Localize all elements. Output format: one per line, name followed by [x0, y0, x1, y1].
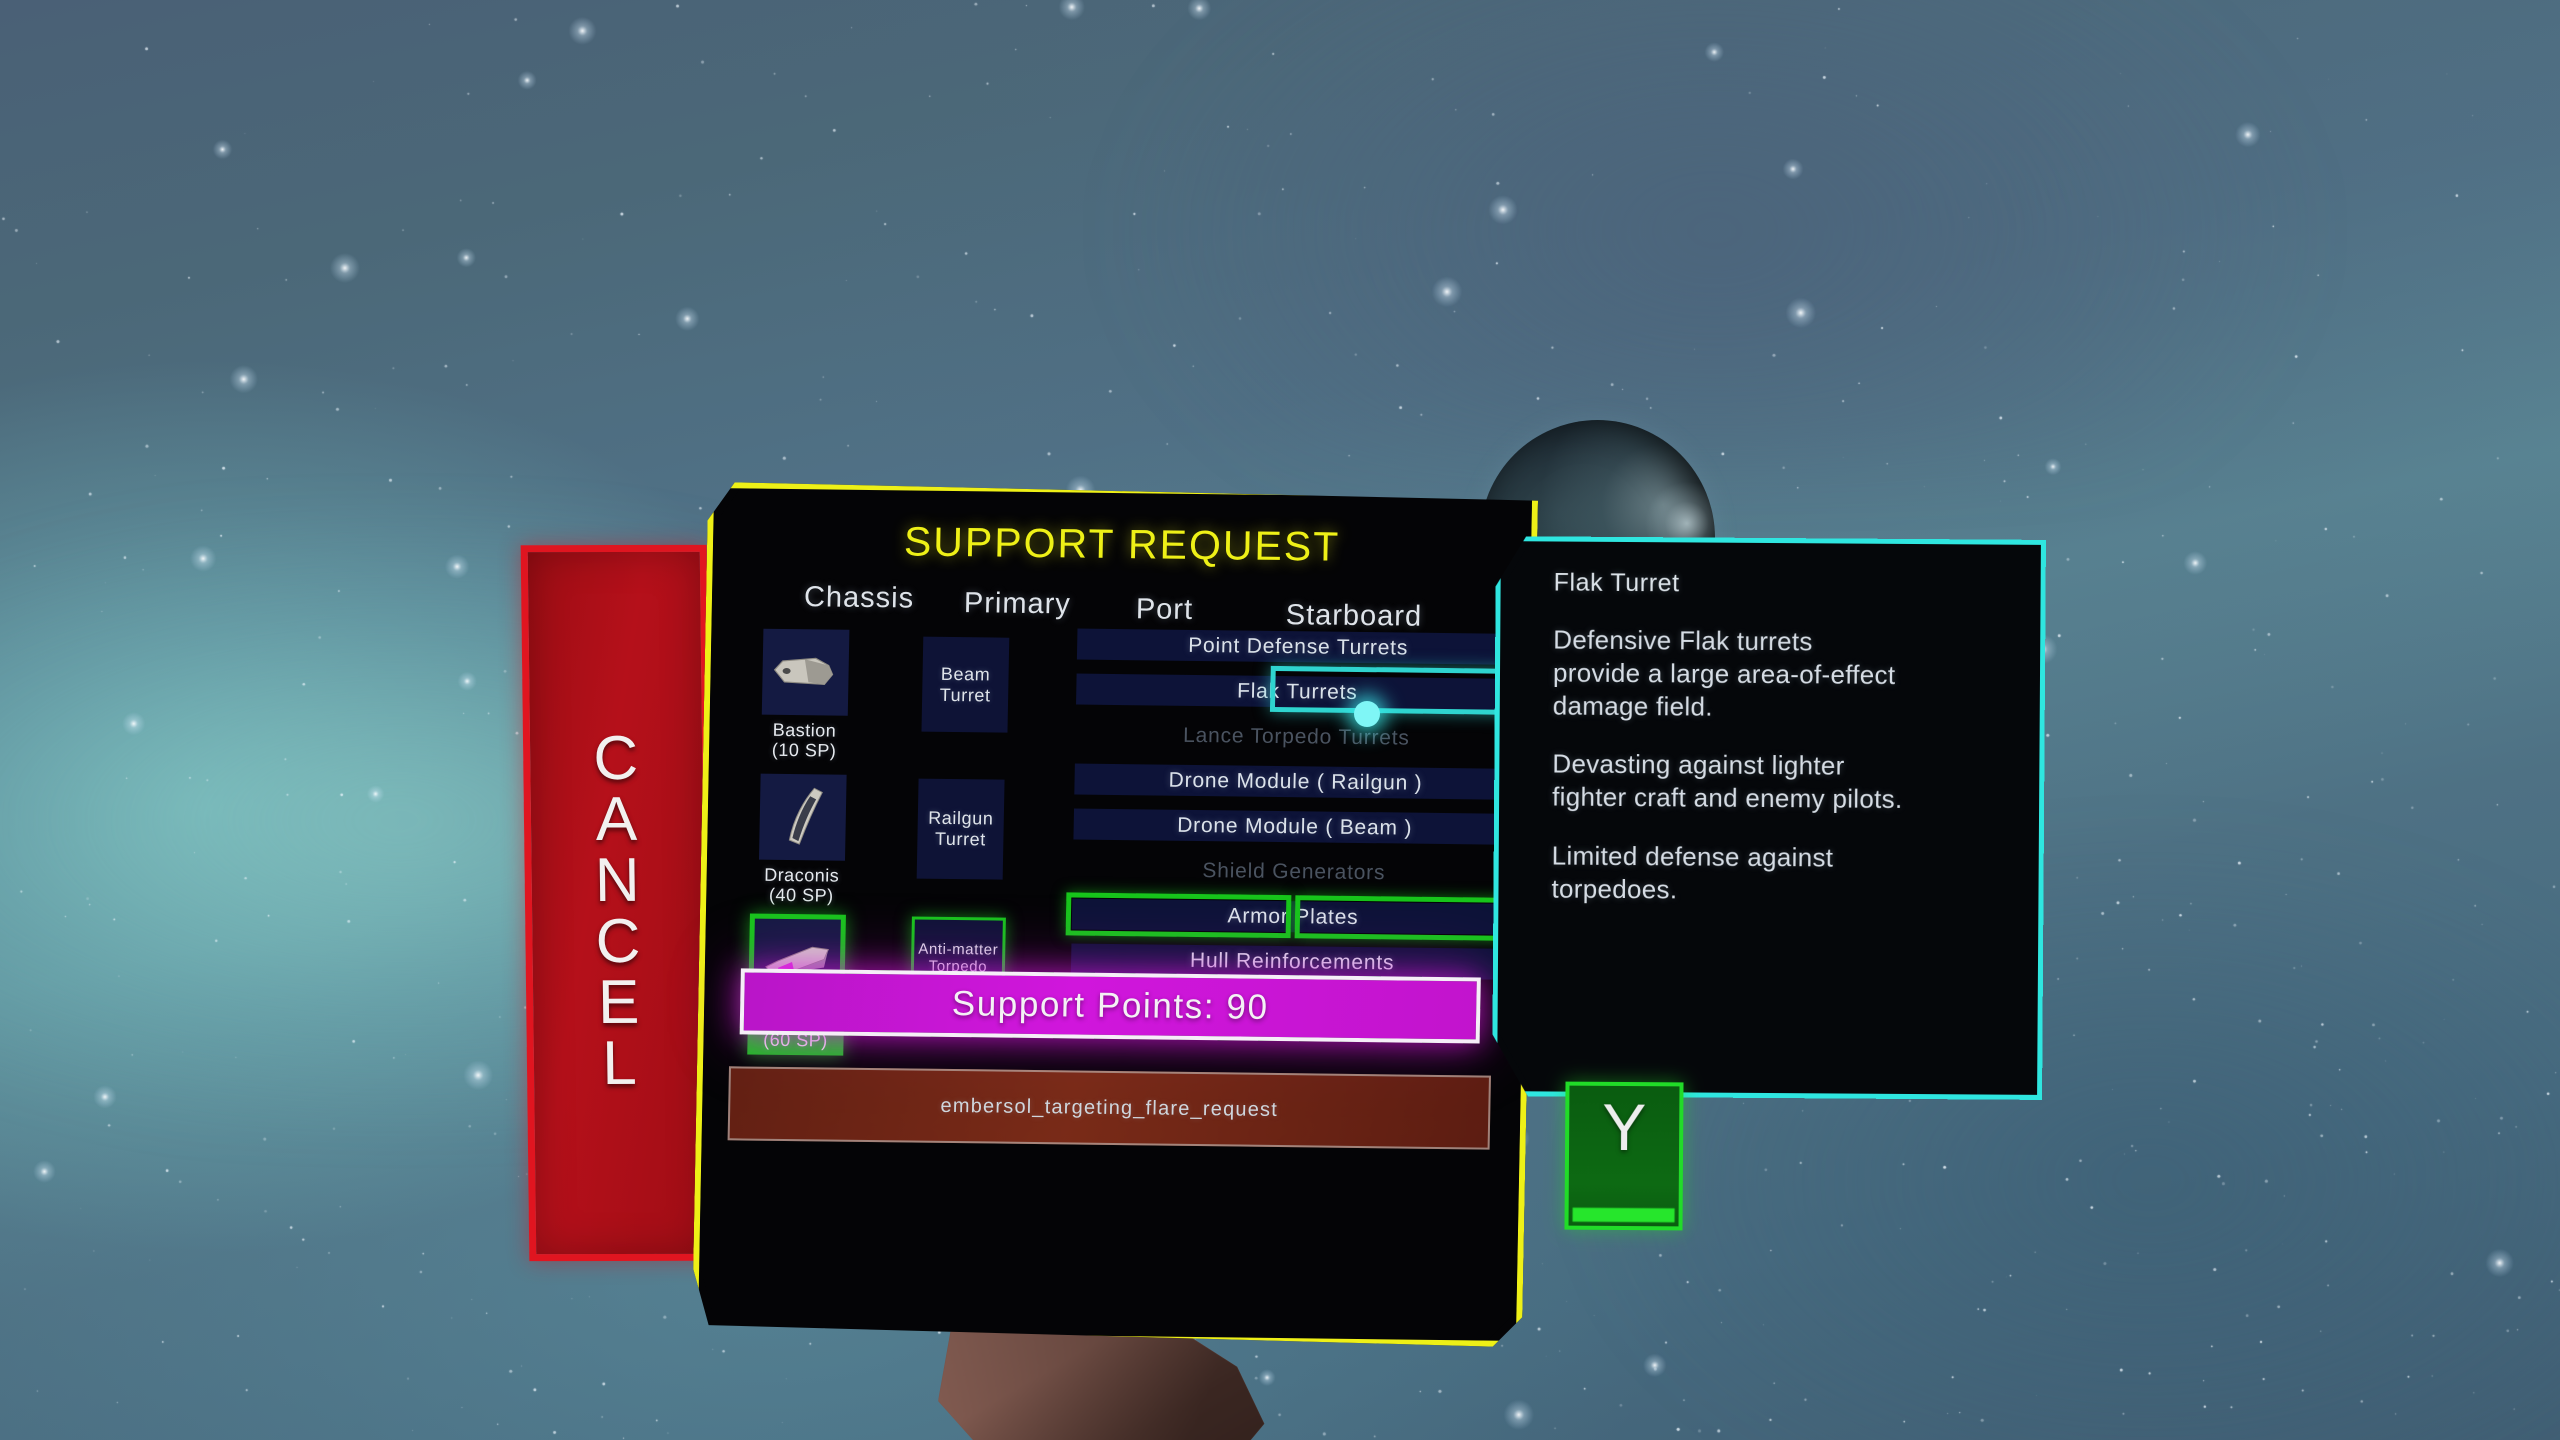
- tooltip-paragraph: Defensive Flak turrets provide a large a…: [1552, 624, 1896, 722]
- tooltip-paragraph: Devasting against lighter fighter craft …: [1552, 748, 1903, 814]
- module-row[interactable]: Flak Turrets: [1076, 665, 1545, 716]
- cancel-letter: N: [594, 845, 642, 916]
- column-headers: Chassis Primary Port Starboard: [746, 578, 1517, 633]
- cancel-button[interactable]: C A N C E L: [520, 544, 716, 1262]
- column-header-primary: Primary: [963, 587, 1072, 621]
- module-row[interactable]: Point Defense Turrets: [1076, 628, 1520, 665]
- cancel-letter: C: [595, 906, 642, 977]
- chassis-cost: (10 SP): [771, 739, 837, 761]
- selection-grid: Bastion (10 SP) Draconis (40 SP): [699, 628, 1535, 1056]
- module-bar: Armor Plates: [1071, 898, 1515, 935]
- chassis-option-bastion[interactable]: Bastion (10 SP): [761, 628, 850, 761]
- module-label: Hull Reinforcements: [1189, 948, 1395, 974]
- chassis-option-draconis[interactable]: Draconis (40 SP): [758, 773, 847, 906]
- primary-option-beam-turret[interactable]: Beam Turret: [921, 636, 1010, 733]
- bastion-hull-icon: [761, 628, 850, 716]
- module-label: Drone Module ( Railgun ): [1168, 768, 1423, 795]
- module-bar: Shield Generators: [1073, 853, 1516, 889]
- module-bar: Flak Turrets: [1076, 673, 1519, 710]
- module-label: Armor Plates: [1227, 903, 1359, 929]
- module-row[interactable]: Drone Module ( Beam ): [1073, 808, 1517, 845]
- support-points-bar: Support Points: 90: [739, 968, 1481, 1044]
- module-bar: Drone Module ( Railgun ): [1074, 763, 1517, 800]
- cancel-letter: C: [592, 723, 640, 793]
- tooltip-paragraph: Limited defense against torpedoes.: [1551, 840, 1834, 904]
- page-title: SUPPORT REQUEST: [903, 518, 1341, 570]
- module-label: Shield Generators: [1202, 858, 1386, 884]
- module-row[interactable]: Drone Module ( Railgun ): [1074, 763, 1517, 800]
- info-tooltip-panel: Flak Turret Defensive Flak turrets provi…: [1492, 536, 2046, 1100]
- module-bar: Point Defense Turrets: [1076, 628, 1520, 665]
- laser-cursor-dot: [1354, 701, 1380, 727]
- module-bar: Lance Torpedo Turrets: [1075, 719, 1518, 755]
- request-name-value: embersol_targeting_flare_request: [940, 1094, 1279, 1121]
- draconis-hull-icon: [758, 773, 847, 861]
- module-row[interactable]: Armor Plates: [1065, 892, 1521, 941]
- column-header-chassis: Chassis: [803, 581, 915, 615]
- chassis-name: Draconis: [763, 864, 840, 886]
- tooltip-title: Flak Turret: [1553, 568, 1680, 598]
- primary-option-railgun-turret[interactable]: Railgun Turret: [916, 778, 1005, 880]
- column-header-port: Port: [1135, 593, 1194, 626]
- chassis-name: Bastion: [772, 719, 837, 741]
- module-label: Point Defense Turrets: [1188, 633, 1409, 660]
- module-label: Lance Torpedo Turrets: [1182, 723, 1410, 750]
- module-label: Flak Turrets: [1236, 678, 1358, 704]
- cancel-letter: E: [597, 967, 641, 1038]
- cancel-letter: L: [601, 1029, 639, 1099]
- support-request-panel: SUPPORT REQUEST Chassis Primary Port Sta…: [692, 482, 1545, 1347]
- confirm-button[interactable]: Y: [1564, 1081, 1684, 1231]
- request-name-field[interactable]: embersol_targeting_flare_request: [727, 1066, 1491, 1150]
- module-row: Shield Generators: [1073, 853, 1516, 889]
- module-row: Lance Torpedo Turrets: [1075, 719, 1518, 755]
- primary-label: Railgun Turret: [927, 808, 994, 850]
- module-bar: Drone Module ( Beam ): [1073, 808, 1517, 845]
- primary-label: Beam Turret: [939, 663, 991, 705]
- chassis-cost: (40 SP): [768, 884, 834, 906]
- column-header-starboard: Starboard: [1285, 599, 1423, 633]
- support-points-value: Support Points: 90: [951, 984, 1269, 1027]
- module-label: Drone Module ( Beam ): [1176, 813, 1413, 840]
- cancel-letter: A: [595, 784, 639, 854]
- confirm-button-label: Y: [1601, 1089, 1647, 1165]
